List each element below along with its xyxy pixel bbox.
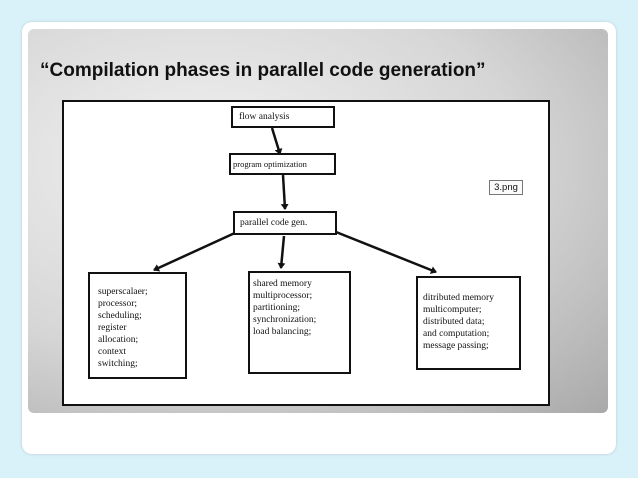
node-shared-memory-line: shared memory [253,279,312,289]
node-flow-analysis-label: flow analysis [239,112,290,122]
slide-title: “Compilation phases in parallel code gen… [40,60,486,81]
node-superscalar-line: allocation; [98,335,139,345]
node-program-optimization-label: program optimization [233,159,307,169]
node-superscalar-line: scheduling; [98,311,142,321]
node-superscalar: superscalaer; processor; scheduling; reg… [88,272,187,379]
node-distributed-memory-line: and computation; [423,329,490,339]
node-superscalar-line: superscalaer; [98,287,148,297]
node-distributed-memory-line: multicomputer; [423,305,482,315]
node-distributed-memory-line: ditributed memory [423,293,494,303]
node-flow-analysis: flow analysis [231,106,335,128]
node-shared-memory: shared memory multiprocessor; partitioni… [248,271,351,374]
node-shared-memory-line: synchronization; [253,315,317,325]
node-superscalar-line: processor; [98,299,138,309]
node-distributed-memory-line: message passing; [423,341,489,351]
node-distributed-memory-line: distributed data; [423,317,485,327]
node-superscalar-line: context [98,347,126,357]
image-filename-tag: 3.png [489,180,523,195]
node-shared-memory-line: multiprocessor; [253,291,313,301]
node-superscalar-line: register [98,323,127,333]
node-parallel-code-gen-label: parallel code gen. [240,218,308,228]
node-distributed-memory: ditributed memory multicomputer; distrib… [416,276,521,370]
node-shared-memory-line: load balancing; [253,327,312,337]
node-program-optimization: program optimization [229,153,336,175]
node-parallel-code-gen: parallel code gen. [233,211,337,235]
node-superscalar-line: switching; [98,359,138,369]
node-shared-memory-line: partitioning; [253,303,300,313]
